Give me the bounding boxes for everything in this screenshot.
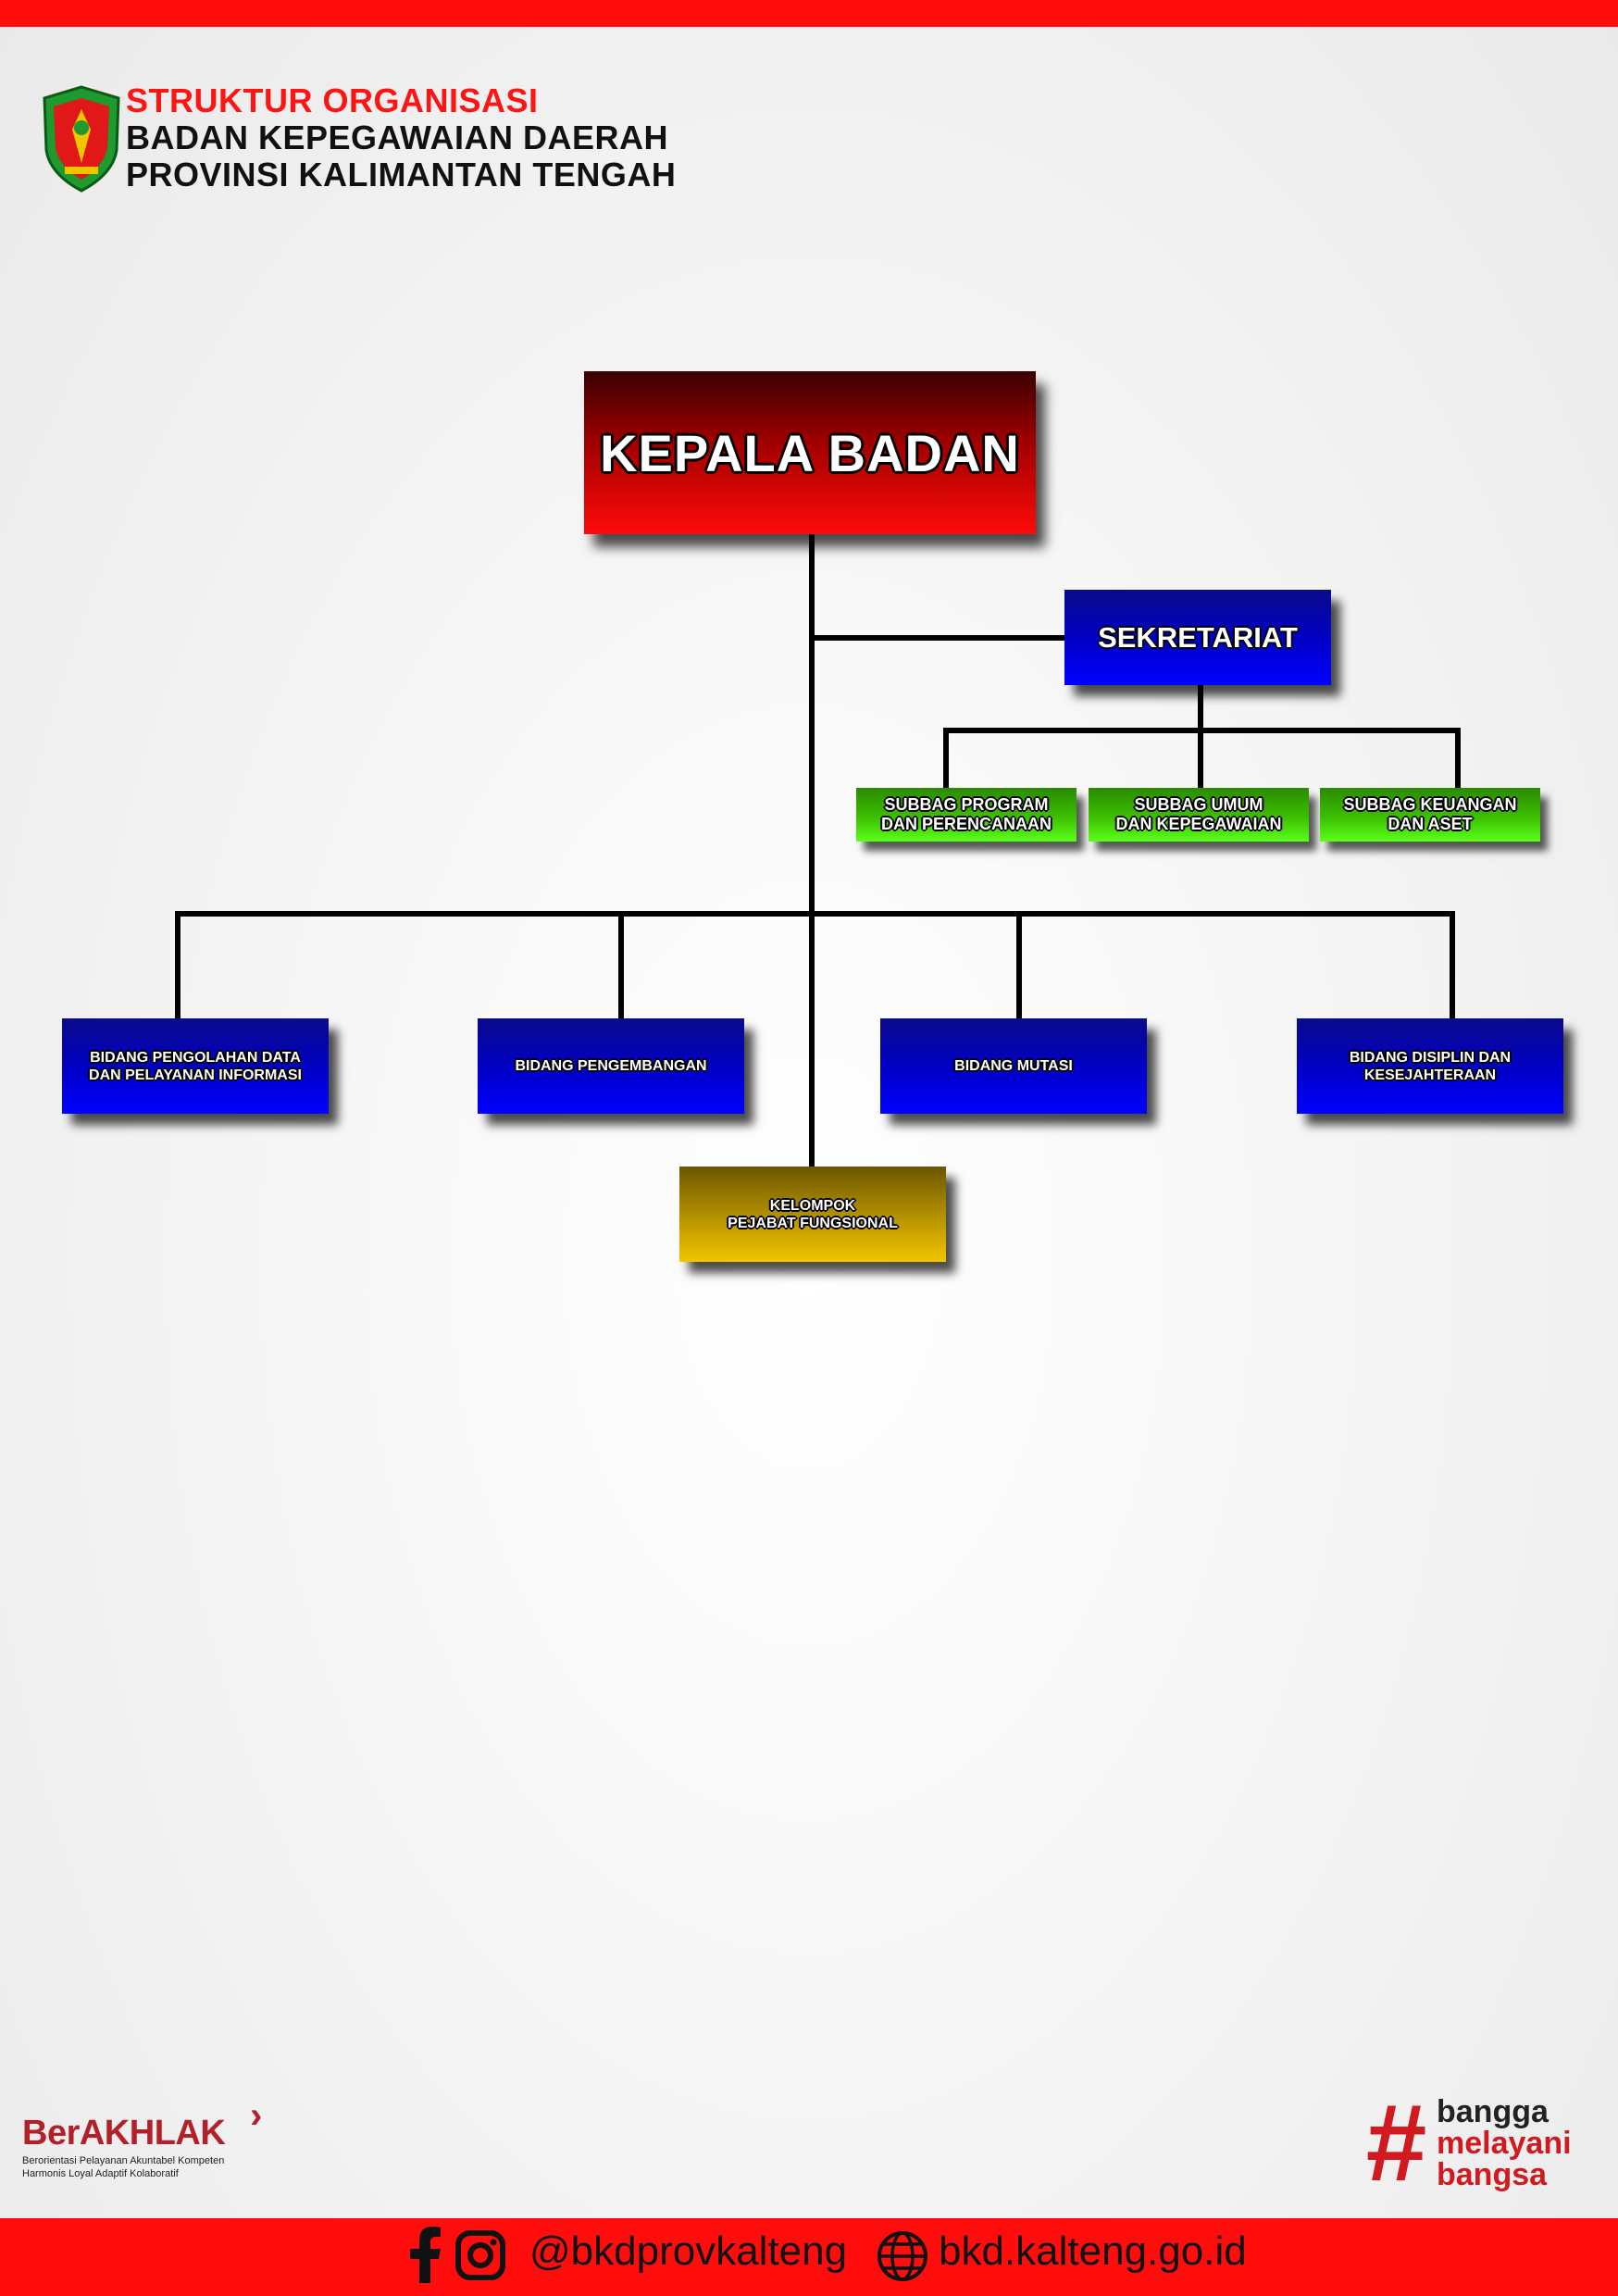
bangga-word: bangga	[1437, 2094, 1549, 2129]
top-bar	[0, 0, 1618, 27]
website-link[interactable]: bkd.kalteng.go.id	[939, 2228, 1247, 2274]
bangsa-word: bangsa	[1437, 2157, 1548, 2192]
footer-bar	[0, 2218, 1618, 2296]
berakhlak-logo: › BerAKHLAK Berorientasi Pelayanan Akunt…	[22, 2095, 300, 2179]
connector-main-trunk	[809, 534, 815, 1168]
instagram-icon[interactable]	[455, 2230, 505, 2280]
bangga-melayani-bangsa-logo: # bangga melayani bangsa	[1364, 2089, 1605, 2200]
berakhlak-values-2: Harmonis Loyal Adaptif Kolaboratif	[22, 2168, 179, 2179]
provincial-emblem-icon	[43, 85, 120, 193]
globe-icon	[877, 2231, 927, 2281]
social-handle[interactable]: @bkdprovkalteng	[529, 2228, 848, 2274]
melayani-word: melayani	[1437, 2126, 1572, 2161]
subbag-umum-box: SUBBAG UMUM DAN KEPEGAWAIAN	[1089, 788, 1309, 842]
sekretariat-box: SEKRETARIAT	[1064, 590, 1331, 685]
subbag-keuangan-box: SUBBAG KEUANGAN DAN ASET	[1320, 788, 1540, 842]
connector-subbag-2	[1198, 728, 1203, 789]
connector-secretariat-down	[1198, 685, 1203, 731]
connector-subbag-3	[1455, 728, 1461, 789]
connector-bidang-2	[618, 911, 624, 1019]
kepala-badan-box: KEPALA BADAN	[584, 371, 1036, 534]
subbag-program-box: SUBBAG PROGRAM DAN PERENCANAAN	[856, 788, 1077, 842]
hashtag-icon: #	[1364, 2082, 1425, 2204]
connector-bidang-1	[175, 911, 180, 1019]
header-province: PROVINSI KALIMANTAN TENGAH	[126, 156, 677, 193]
chevron-right-icon: ›	[250, 2095, 263, 2136]
facebook-icon[interactable]	[407, 2226, 442, 2283]
connector-bidang-bar	[175, 911, 1455, 917]
header-title: STRUKTUR ORGANISASI	[126, 81, 539, 119]
bidang-pengolahan-data-box: BIDANG PENGOLAHAN DATA DAN PELAYANAN INF…	[62, 1018, 329, 1114]
kelompok-fungsional-box: KELOMPOK PEJABAT FUNGSIONAL	[679, 1167, 946, 1262]
connector-bidang-3	[1016, 911, 1022, 1019]
bidang-pengembangan-box: BIDANG PENGEMBANGAN	[478, 1018, 744, 1114]
bidang-mutasi-box: BIDANG MUTASI	[880, 1018, 1147, 1114]
bidang-disiplin-box: BIDANG DISIPLIN DAN KESEJAHTERAAN	[1297, 1018, 1563, 1114]
berakhlak-title: BerAKHLAK	[22, 2114, 226, 2152]
connector-subbag-1	[943, 728, 949, 789]
connector-to-secretariat	[809, 635, 1066, 641]
header-agency: BADAN KEPEGAWAIAN DAERAH	[126, 119, 669, 156]
berakhlak-values-1: Berorientasi Pelayanan Akuntabel Kompete…	[22, 2155, 225, 2166]
connector-bidang-4	[1450, 911, 1455, 1019]
